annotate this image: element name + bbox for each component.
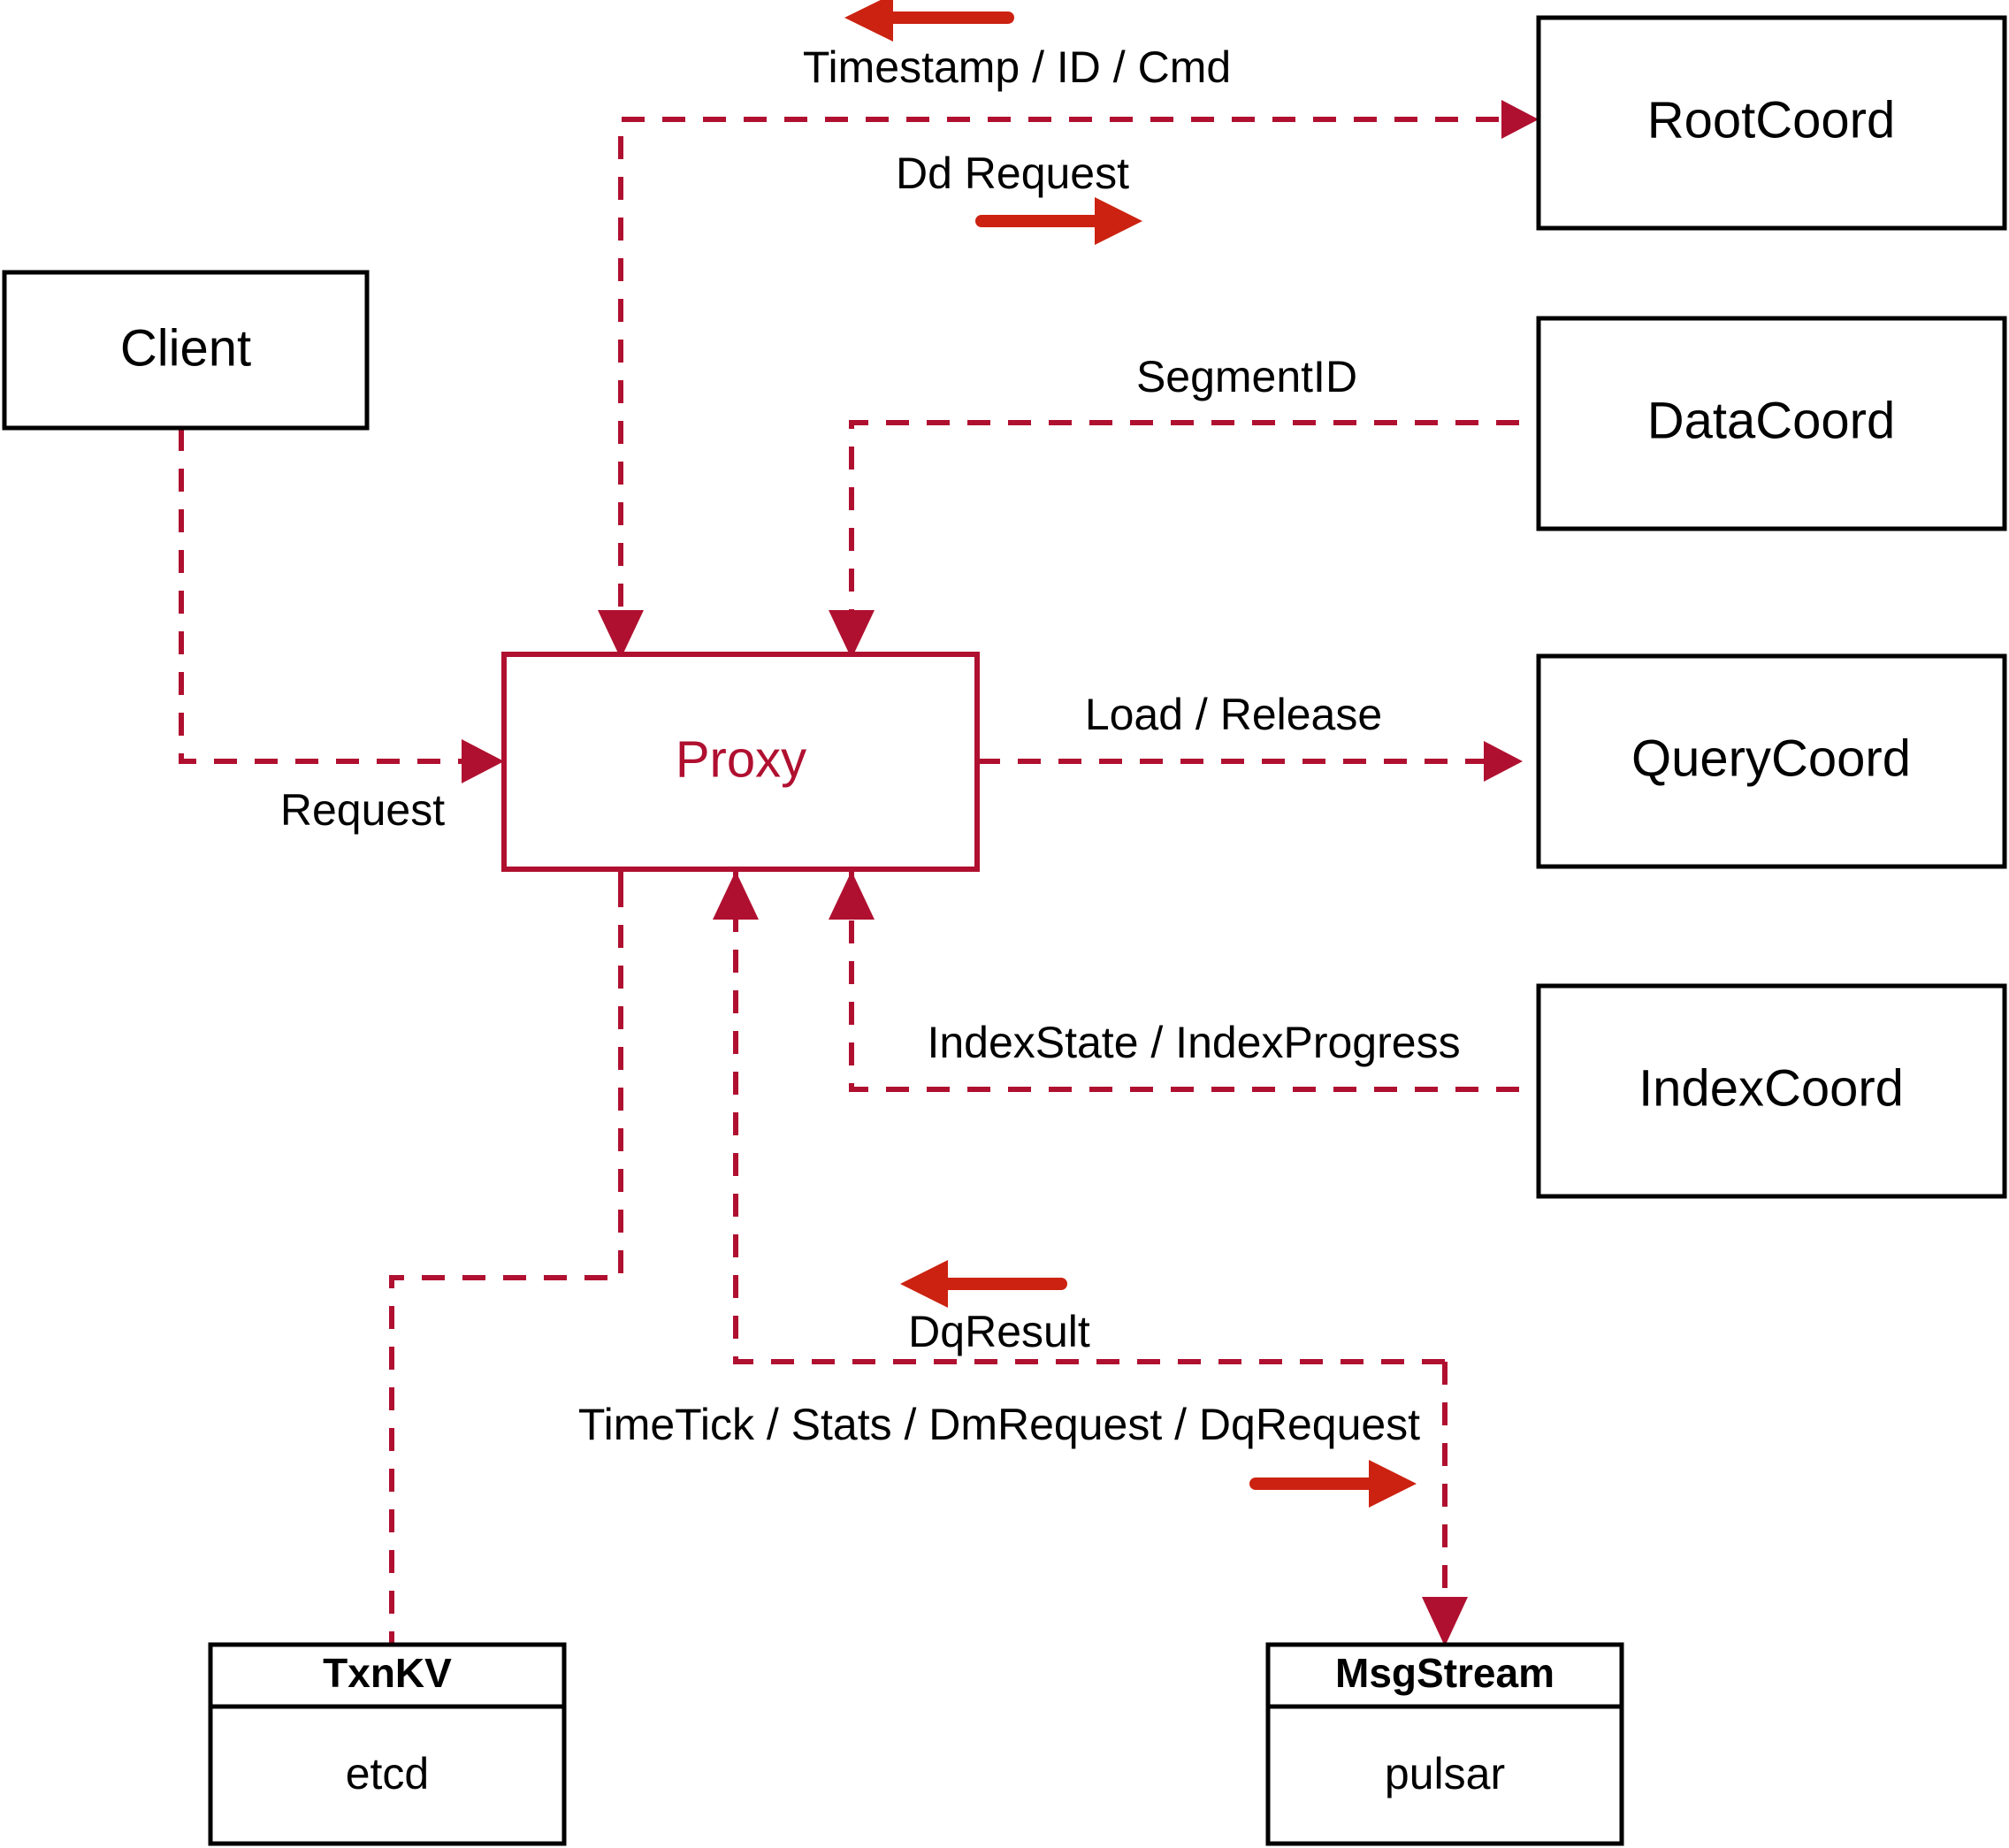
node-datacoord[interactable]: DataCoord [1536, 316, 2007, 531]
node-msgstream-label: MsgStream [1335, 1650, 1554, 1696]
direction-arrow-timestamp-left [844, 0, 1014, 42]
node-msgstream-impl-label: pulsar [1385, 1749, 1505, 1798]
connector-client-proxy [179, 428, 504, 783]
arrowhead-to-proxy-from-client [462, 739, 504, 783]
node-indexcoord[interactable]: IndexCoord [1536, 983, 2007, 1199]
node-client[interactable]: Client [2, 270, 370, 431]
direction-arrow-timetick-right [1249, 1460, 1417, 1508]
arrowhead-to-proxy-dqresult [713, 871, 759, 920]
node-client-label: Client [120, 319, 251, 377]
node-datacoord-label: DataCoord [1647, 392, 1895, 449]
edge-label-load-release: Load / Release [1085, 690, 1382, 739]
arrowhead-to-rootcoord [1501, 100, 1539, 139]
edge-label-dq-result: DqResult [908, 1307, 1090, 1356]
edge-label-request: Request [280, 785, 445, 835]
node-msgstream[interactable]: MsgStream pulsar [1265, 1642, 1624, 1846]
edge-label-index-state-progress: IndexState / IndexProgress [927, 1018, 1460, 1067]
arrowhead-to-proxy-from-datacoord [829, 610, 875, 659]
arrowhead-to-proxy-from-indexcoord [829, 871, 875, 920]
connector-proxy-rootcoord [598, 100, 1539, 891]
connector-proxy-txnkv [389, 884, 623, 1646]
node-proxy-label: Proxy [676, 730, 806, 788]
edge-label-dd-request: Dd Request [896, 149, 1129, 198]
direction-arrow-ddrequest-right [975, 197, 1142, 245]
node-querycoord[interactable]: QueryCoord [1536, 653, 2007, 869]
node-txnkv-impl-label: etcd [346, 1749, 430, 1798]
node-indexcoord-label: IndexCoord [1639, 1059, 1904, 1117]
edge-label-timestamp-id-cmd: Timestamp / ID / Cmd [803, 42, 1231, 92]
node-proxy[interactable]: Proxy [501, 652, 980, 872]
node-rootcoord-label: RootCoord [1647, 91, 1895, 149]
connector-proxy-querycoord [977, 741, 1523, 782]
arrowhead-to-querycoord [1484, 741, 1523, 782]
edge-label-timetick-stats: TimeTick / Stats / DmRequest / DqRequest [578, 1400, 1420, 1449]
arrowhead-to-proxy-from-rootcoord [598, 610, 644, 659]
connector-proxy-msgstream [1422, 1362, 1468, 1646]
arrowhead-to-msgstream [1422, 1597, 1468, 1646]
edge-label-segment-id: SegmentID [1136, 352, 1357, 401]
node-querycoord-label: QueryCoord [1631, 729, 1911, 787]
connector-indexcoord-proxy [829, 867, 1519, 1092]
node-txnkv[interactable]: TxnKV etcd [208, 1642, 567, 1846]
node-txnkv-label: TxnKV [323, 1650, 452, 1696]
connector-msgstream-proxy-dqresult [713, 867, 1445, 1364]
node-rootcoord[interactable]: RootCoord [1536, 15, 2007, 231]
direction-arrow-dqresult-left [900, 1260, 1067, 1308]
